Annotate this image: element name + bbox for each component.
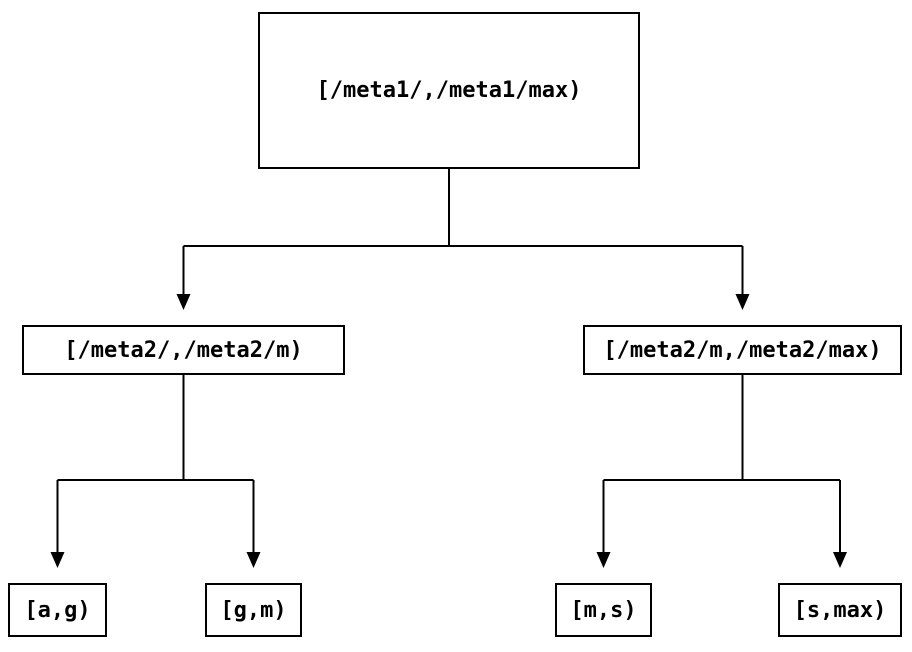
tree-node-leaf-gm-label: [g,m) [220,597,287,623]
arrowhead-right-child [735,294,750,310]
tree-node-leaf-smax: [s,max) [778,583,902,637]
tree-node-left-child: [/meta2/,/meta2/m) [22,325,345,375]
arrowhead-leaf-ag [50,552,65,568]
arrowhead-leaf-smax [833,552,847,568]
tree-node-leaf-ag: [a,g) [8,583,107,637]
tree-node-leaf-gm: [g,m) [205,583,302,637]
tree-node-root-label: [/meta1/,/meta1/max) [316,78,582,103]
arrowhead-leaf-gm [246,552,261,568]
tree-node-leaf-ag-label: [a,g) [24,597,91,623]
tree-node-right-child: [/meta2/m,/meta2/max) [583,325,902,375]
tree-node-leaf-ms-label: [m,s) [570,597,637,623]
tree-node-right-child-label: [/meta2/m,/meta2/max) [603,337,882,363]
tree-node-leaf-smax-label: [s,max) [793,597,887,623]
tree-node-root: [/meta1/,/meta1/max) [258,12,640,169]
tree-node-left-child-label: [/meta2/,/meta2/m) [64,337,303,363]
arrowhead-leaf-ms [596,552,611,568]
arrowhead-left-child [176,294,191,310]
tree-node-leaf-ms: [m,s) [555,583,652,637]
